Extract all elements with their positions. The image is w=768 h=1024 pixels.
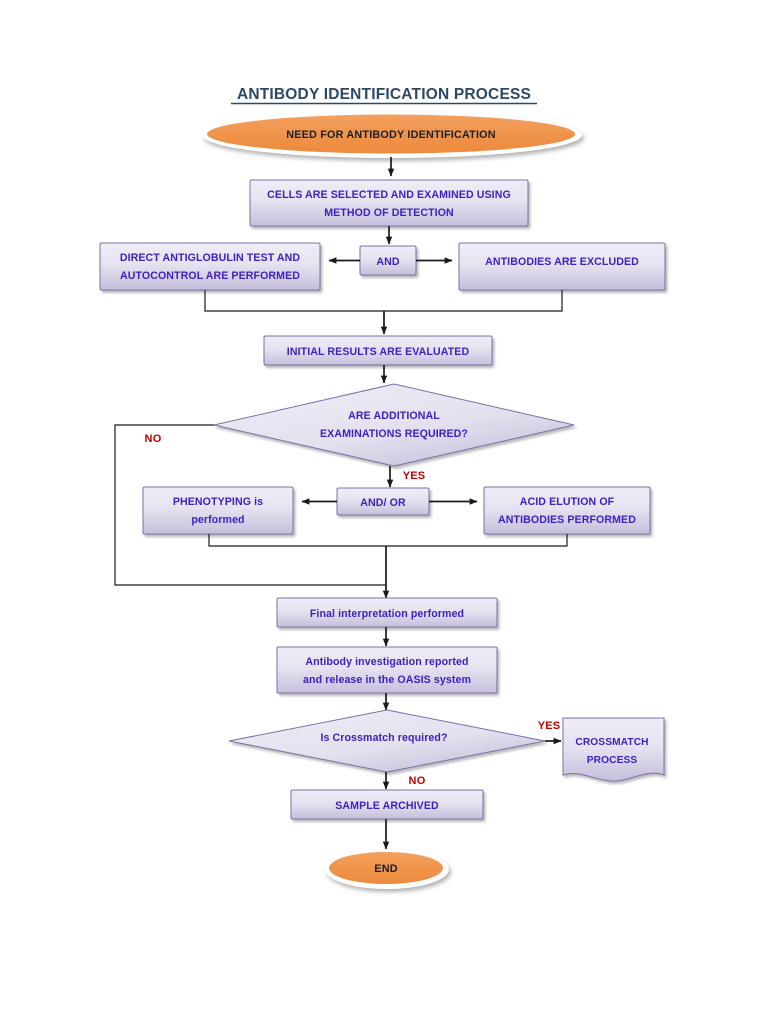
crossq-diamond [228,709,546,773]
node-end-terminator: END [325,849,449,889]
node-start-terminator: NEED FOR ANTIBODY IDENTIFICATION [202,112,582,158]
page-title: ANTIBODY IDENTIFICATION PROCESS [237,86,531,103]
node-antibodies-excluded: ANTIBODIES ARE EXCLUDED [458,242,666,291]
dat-label-line1: DIRECT ANTIGLOBULIN TEST AND [120,252,301,264]
branch-label-yes-cross: YES [538,720,561,732]
edge-merge-dat-excluded [204,290,563,312]
phenotyping-label-line2: performed [191,514,244,526]
crossq-label: Is Crossmatch required? [320,732,447,744]
end-label: END [374,863,397,875]
node-direct-antiglobulin-test: DIRECT ANTIGLOBULIN TEST AND AUTOCONTROL… [99,242,321,291]
archived-box [290,789,484,820]
excluded-label: ANTIBODIES ARE EXCLUDED [485,256,639,268]
cells-box [249,179,529,227]
node-final-interpretation: Final interpretation performed [276,597,498,628]
edge-addexam-no-loop [114,424,386,586]
crossproc-label-line2: PROCESS [587,755,638,766]
dat-label-line2: AUTOCONTROL ARE PERFORMED [120,270,300,282]
andor-label: AND/ OR [360,497,406,509]
start-oval [207,114,575,154]
node-crossmatch-process: CROSSMATCH PROCESS [562,717,665,782]
phenotyping-box [142,486,294,535]
cells-label-line2: METHOD OF DETECTION [324,207,454,219]
addexam-label-line2: EXAMINATIONS REQUIRED? [320,428,468,440]
branch-label-no-exams: NO [145,433,162,445]
addexam-diamond [213,383,575,467]
node-additional-exams-decision: ARE ADDITIONAL EXAMINATIONS REQUIRED? [213,383,575,467]
branch-label-yes-exams: YES [403,470,426,482]
reported-label-line2: and release in the OASIS system [303,674,471,686]
node-and-or-junction: AND/ OR [336,487,430,516]
archived-label: SAMPLE ARCHIVED [335,800,439,812]
reported-label-line1: Antibody investigation reported [305,656,468,668]
cells-label-line1: CELLS ARE SELECTED AND EXAMINED USING [267,189,511,201]
crossproc-label-line1: CROSSMATCH [575,737,648,748]
start-label: NEED FOR ANTIBODY IDENTIFICATION [286,129,496,141]
node-sample-archived: SAMPLE ARCHIVED [290,789,484,820]
node-crossmatch-decision: Is Crossmatch required? [228,709,546,773]
acidelution-label-line1: ACID ELUTION OF [520,496,615,508]
phenotyping-label-line1: PHENOTYPING is [173,496,263,508]
reported-box [276,646,498,694]
acidelution-label-line2: ANTIBODIES PERFORMED [498,514,636,526]
initial-label: INITIAL RESULTS ARE EVALUATED [287,346,470,358]
addexam-label-line1: ARE ADDITIONAL [348,410,440,422]
finalinterp-box [276,597,498,628]
end-oval [329,852,443,884]
node-cells-selected: CELLS ARE SELECTED AND EXAMINED USING ME… [249,179,529,227]
node-acid-elution: ACID ELUTION OF ANTIBODIES PERFORMED [483,486,651,535]
node-and-junction: AND [359,245,417,276]
edge-merge-phenotyping-acidelution [208,534,568,547]
node-phenotyping: PHENOTYPING is performed [142,486,294,535]
and-label: AND [376,256,400,268]
crossproc-document-shape [562,717,665,782]
initial-box [263,335,493,366]
branch-label-no-cross: NO [409,775,426,787]
dat-box [99,242,321,291]
node-initial-results: INITIAL RESULTS ARE EVALUATED [263,335,493,366]
node-antibody-reported-oasis: Antibody investigation reported and rele… [276,646,498,694]
finalinterp-label: Final interpretation performed [310,608,464,620]
acidelution-box [483,486,651,535]
